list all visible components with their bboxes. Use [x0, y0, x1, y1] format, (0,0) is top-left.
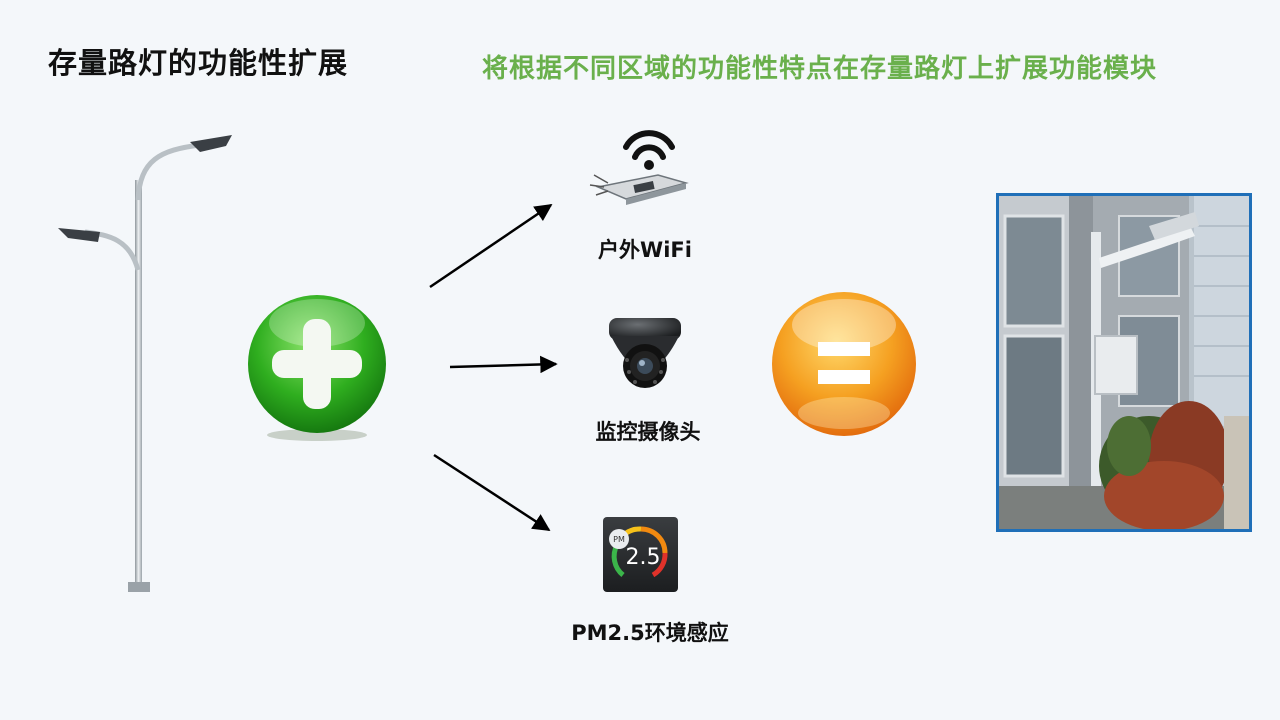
street-lamp-photo — [999, 196, 1249, 529]
slide-subtitle: 将根据不同区域的功能性特点在存量路灯上扩展功能模块 — [482, 54, 1158, 84]
arrow-to-camera — [449, 355, 558, 374]
plus-icon — [248, 295, 386, 441]
slide-title: 存量路灯的功能性扩展 — [48, 46, 349, 80]
arrow-to-wifi — [429, 203, 553, 289]
street-lamp-icon — [58, 135, 232, 592]
pm25-sensor-icon: PM 2.5 — [603, 517, 678, 592]
module-label-pm25: PM2.5环境感应 — [571, 621, 729, 645]
module-label-camera: 监控摄像头 — [595, 420, 701, 444]
result-photo — [996, 193, 1252, 532]
pm25-value: 2.5 — [626, 545, 661, 570]
wifi-router-icon — [589, 130, 689, 205]
arrow-to-pm25 — [433, 453, 551, 532]
dome-camera-icon — [609, 318, 681, 388]
equals-icon — [772, 292, 916, 436]
module-label-wifi: 户外WiFi — [598, 238, 692, 262]
pm25-badge: PM — [613, 535, 625, 544]
